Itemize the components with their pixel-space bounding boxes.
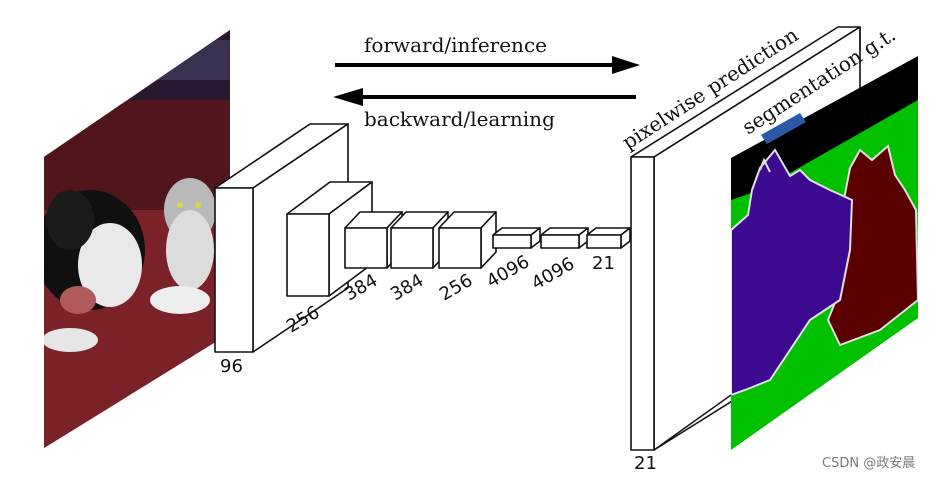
dog-region [731,148,854,397]
layer-block-384-a [344,211,403,269]
forward-arrow [335,56,640,74]
layer-label-256-b: 256 [436,270,476,305]
layer-label-4096-b: 4096 [528,253,578,294]
layer-block-256-b [438,211,497,269]
connector-bottom [653,394,732,451]
backward-arrow [333,88,636,106]
layer-block-4096-b [540,227,589,249]
input-image [44,30,230,448]
layer-label-384-b: 384 [387,270,427,305]
output-label-21: 21 [634,453,657,474]
backward-label: backward/learning [364,107,555,131]
layer-label-96: 96 [220,356,243,377]
segmentation-map [731,56,918,450]
watermark: CSDN @政安晨 [822,456,916,471]
layer-block-4096-a [492,227,541,249]
segmentation-highlight-box [761,113,806,144]
layer-block-21 [586,227,631,249]
layer-label-21: 21 [592,253,615,274]
forward-label: forward/inference [364,33,547,57]
